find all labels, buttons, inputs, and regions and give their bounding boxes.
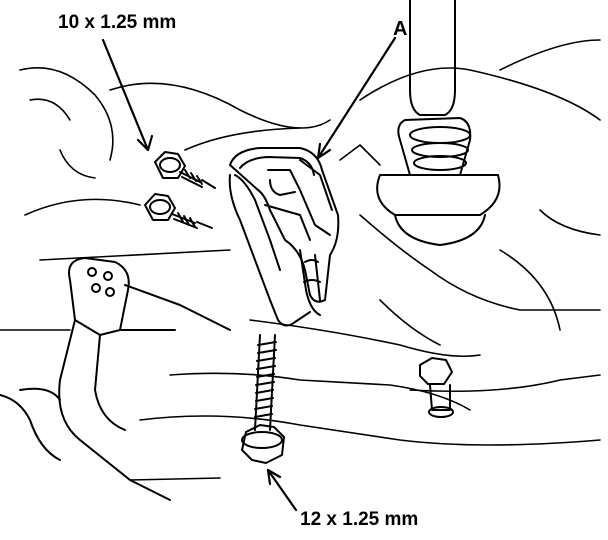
leader-part-a — [316, 36, 397, 160]
tie-rod-end — [0, 257, 231, 501]
mount-bracket-a — [228, 147, 340, 327]
leader-lines — [101, 36, 397, 512]
part-a-label: A — [393, 18, 408, 40]
upper-bolt-2 — [144, 193, 213, 229]
lower-bolt-size-label: 12 x 1.25 mm — [300, 509, 419, 530]
leader-part-a-arrow — [316, 142, 332, 160]
ball-joint — [376, 0, 501, 246]
chassis-outline — [0, 39, 601, 481]
leader-lower-bolt-arrow — [266, 468, 282, 486]
upper-bolt-1 — [154, 151, 216, 189]
leader-upper-bolt-arrow — [136, 134, 154, 152]
leader-upper-bolt — [101, 38, 150, 152]
lower-right-nut — [419, 357, 454, 418]
lower-long-bolt — [241, 334, 285, 464]
leader-lower-bolt — [266, 468, 298, 512]
upper-bolt-size-label: 10 x 1.25 mm — [58, 12, 177, 33]
